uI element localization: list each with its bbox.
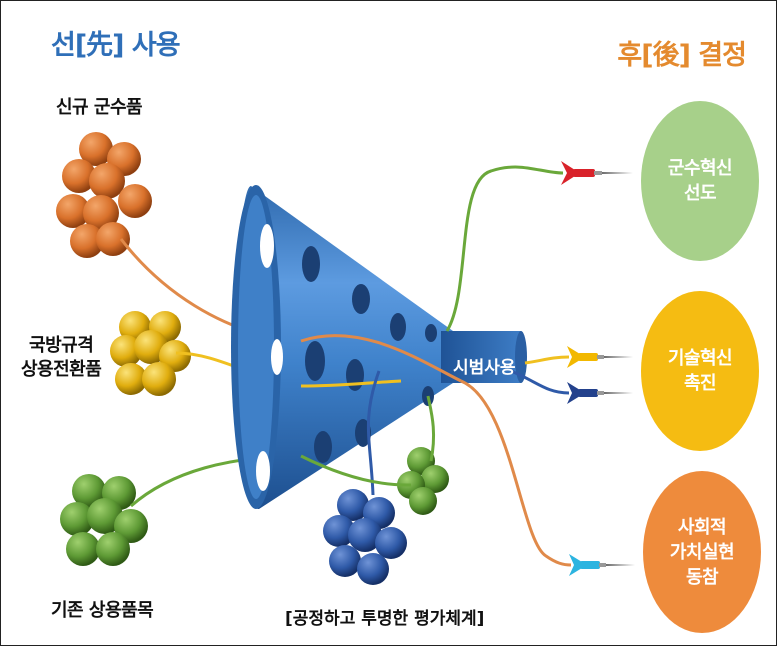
evaluation-funnel <box>231 185 527 510</box>
label-existing-commercial-items: 기존 상용품목 <box>51 600 154 621</box>
orange-inner-wire <box>300 334 462 383</box>
label-pilot-use: 시범사용 <box>453 358 516 378</box>
yellow-sphere-cluster <box>110 311 191 396</box>
yellow-inner-wire <box>300 379 402 388</box>
outcome-military-innovation: 군수혁신 선도 <box>641 101 759 261</box>
label-new-military-supplies: 신규 군수품 <box>56 97 143 118</box>
top-glow <box>207 1 575 31</box>
navy-dart-icon <box>567 382 633 404</box>
orange-sphere-cluster <box>56 132 152 258</box>
small-green-sphere-cluster <box>397 447 449 515</box>
heading-decide-later: 후[後] 결정 <box>617 40 747 71</box>
green-output-wire <box>445 165 564 332</box>
heading-use-first: 선[先] 사용 <box>51 30 181 61</box>
green-link-wire <box>300 454 412 487</box>
navy-output-wire <box>510 369 570 395</box>
yellow-dart-icon <box>567 346 633 368</box>
label-defense-standard-conversion: 국방규격 상용전환품 <box>21 334 102 382</box>
green-up-wire <box>426 395 436 462</box>
outcome-tech-innovation: 기술혁신 촉진 <box>641 291 759 451</box>
outcome-social-value: 사회적 가치실현 동참 <box>643 471 761 633</box>
label-evaluation-system: [공정하고 투명한 평가체계] <box>285 609 485 629</box>
blue-input-wire <box>366 370 381 496</box>
yellow-output-wire <box>524 355 570 365</box>
green-sphere-cluster <box>60 474 148 566</box>
cyan-dart-icon <box>569 554 635 576</box>
orange-output-wire <box>460 379 572 567</box>
red-dart-icon <box>561 161 633 185</box>
label-defense-standard-line2: 상용전환품 <box>21 359 102 380</box>
blue-sphere-cluster <box>323 489 407 585</box>
label-defense-standard-line1: 국방규격 <box>29 335 94 356</box>
